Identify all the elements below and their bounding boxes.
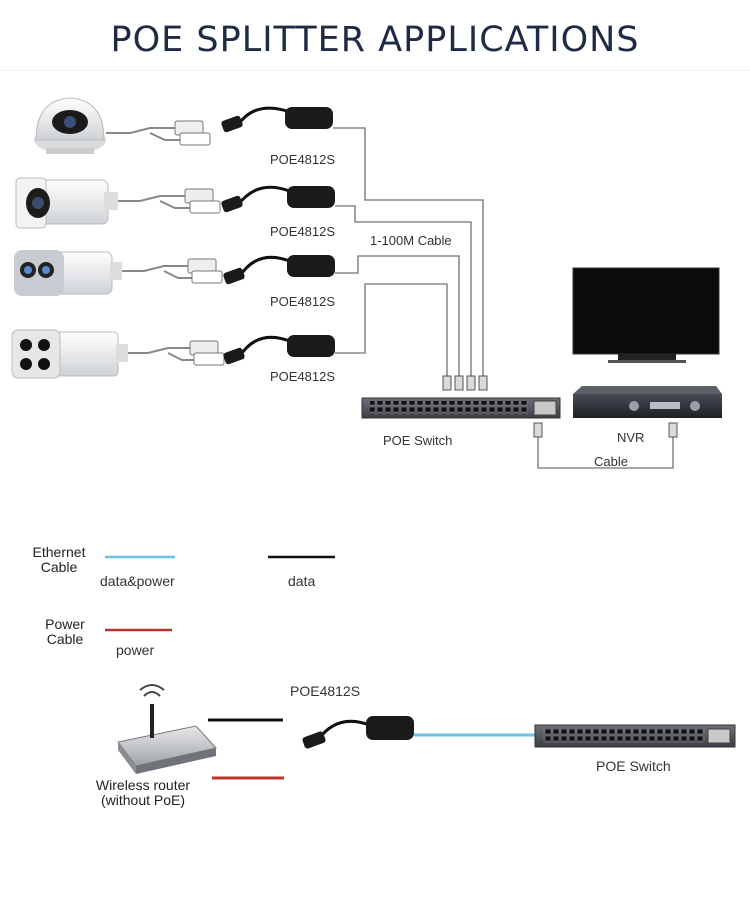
camera-pigtail-4 bbox=[128, 340, 225, 366]
rj45-plugs bbox=[442, 375, 488, 391]
tv-monitor-icon bbox=[572, 267, 720, 363]
rj45-plugs bbox=[533, 422, 678, 438]
switch-nvr-cable bbox=[537, 434, 674, 469]
legend-data-power-label: data&power bbox=[100, 573, 175, 589]
wireless-router-icon bbox=[117, 684, 217, 774]
nvr-label: NVR bbox=[617, 430, 645, 445]
bottom-switch-label: POE Switch bbox=[596, 758, 671, 774]
router-label: Wireless router(without PoE) bbox=[95, 777, 191, 808]
bullet-camera-icon bbox=[15, 177, 118, 229]
switch-label: POE Switch bbox=[383, 433, 453, 448]
splitter-label-2: POE4812S bbox=[270, 224, 336, 239]
bullet-camera-icon bbox=[14, 250, 122, 296]
page-title: POE SPLITTER APPLICATIONS bbox=[110, 20, 640, 60]
camera-pigtail-3 bbox=[122, 258, 223, 284]
legend-power-label: power bbox=[116, 642, 155, 658]
dome-camera-icon bbox=[34, 97, 106, 154]
poe-splitter-icon bbox=[223, 255, 335, 285]
ethernet-cables bbox=[333, 127, 484, 378]
poe-splitter-icon bbox=[223, 335, 335, 365]
camera-pigtail-2 bbox=[118, 188, 221, 214]
legend-data-label: data bbox=[288, 573, 316, 589]
title-divider bbox=[0, 70, 750, 71]
cable-length-label: 1-100M Cable bbox=[370, 233, 452, 248]
nvr-recorder-icon bbox=[573, 386, 722, 418]
poe-splitter-icon bbox=[221, 106, 333, 133]
splitter-label-1: POE4812S bbox=[270, 152, 336, 167]
poe-splitter-icon bbox=[221, 185, 335, 213]
splitter-label-4: POE4812S bbox=[270, 369, 336, 384]
nvr-cable-label: Cable bbox=[594, 454, 628, 469]
splitter-label-3: POE4812S bbox=[270, 294, 336, 309]
poe-switch-icon bbox=[361, 397, 561, 419]
bullet-camera-icon bbox=[11, 329, 128, 379]
poe-switch-icon bbox=[534, 724, 736, 748]
camera-pigtail-1 bbox=[106, 120, 211, 146]
poe-splitter-icon bbox=[302, 716, 414, 749]
bottom-splitter-label: POE4812S bbox=[290, 683, 361, 699]
